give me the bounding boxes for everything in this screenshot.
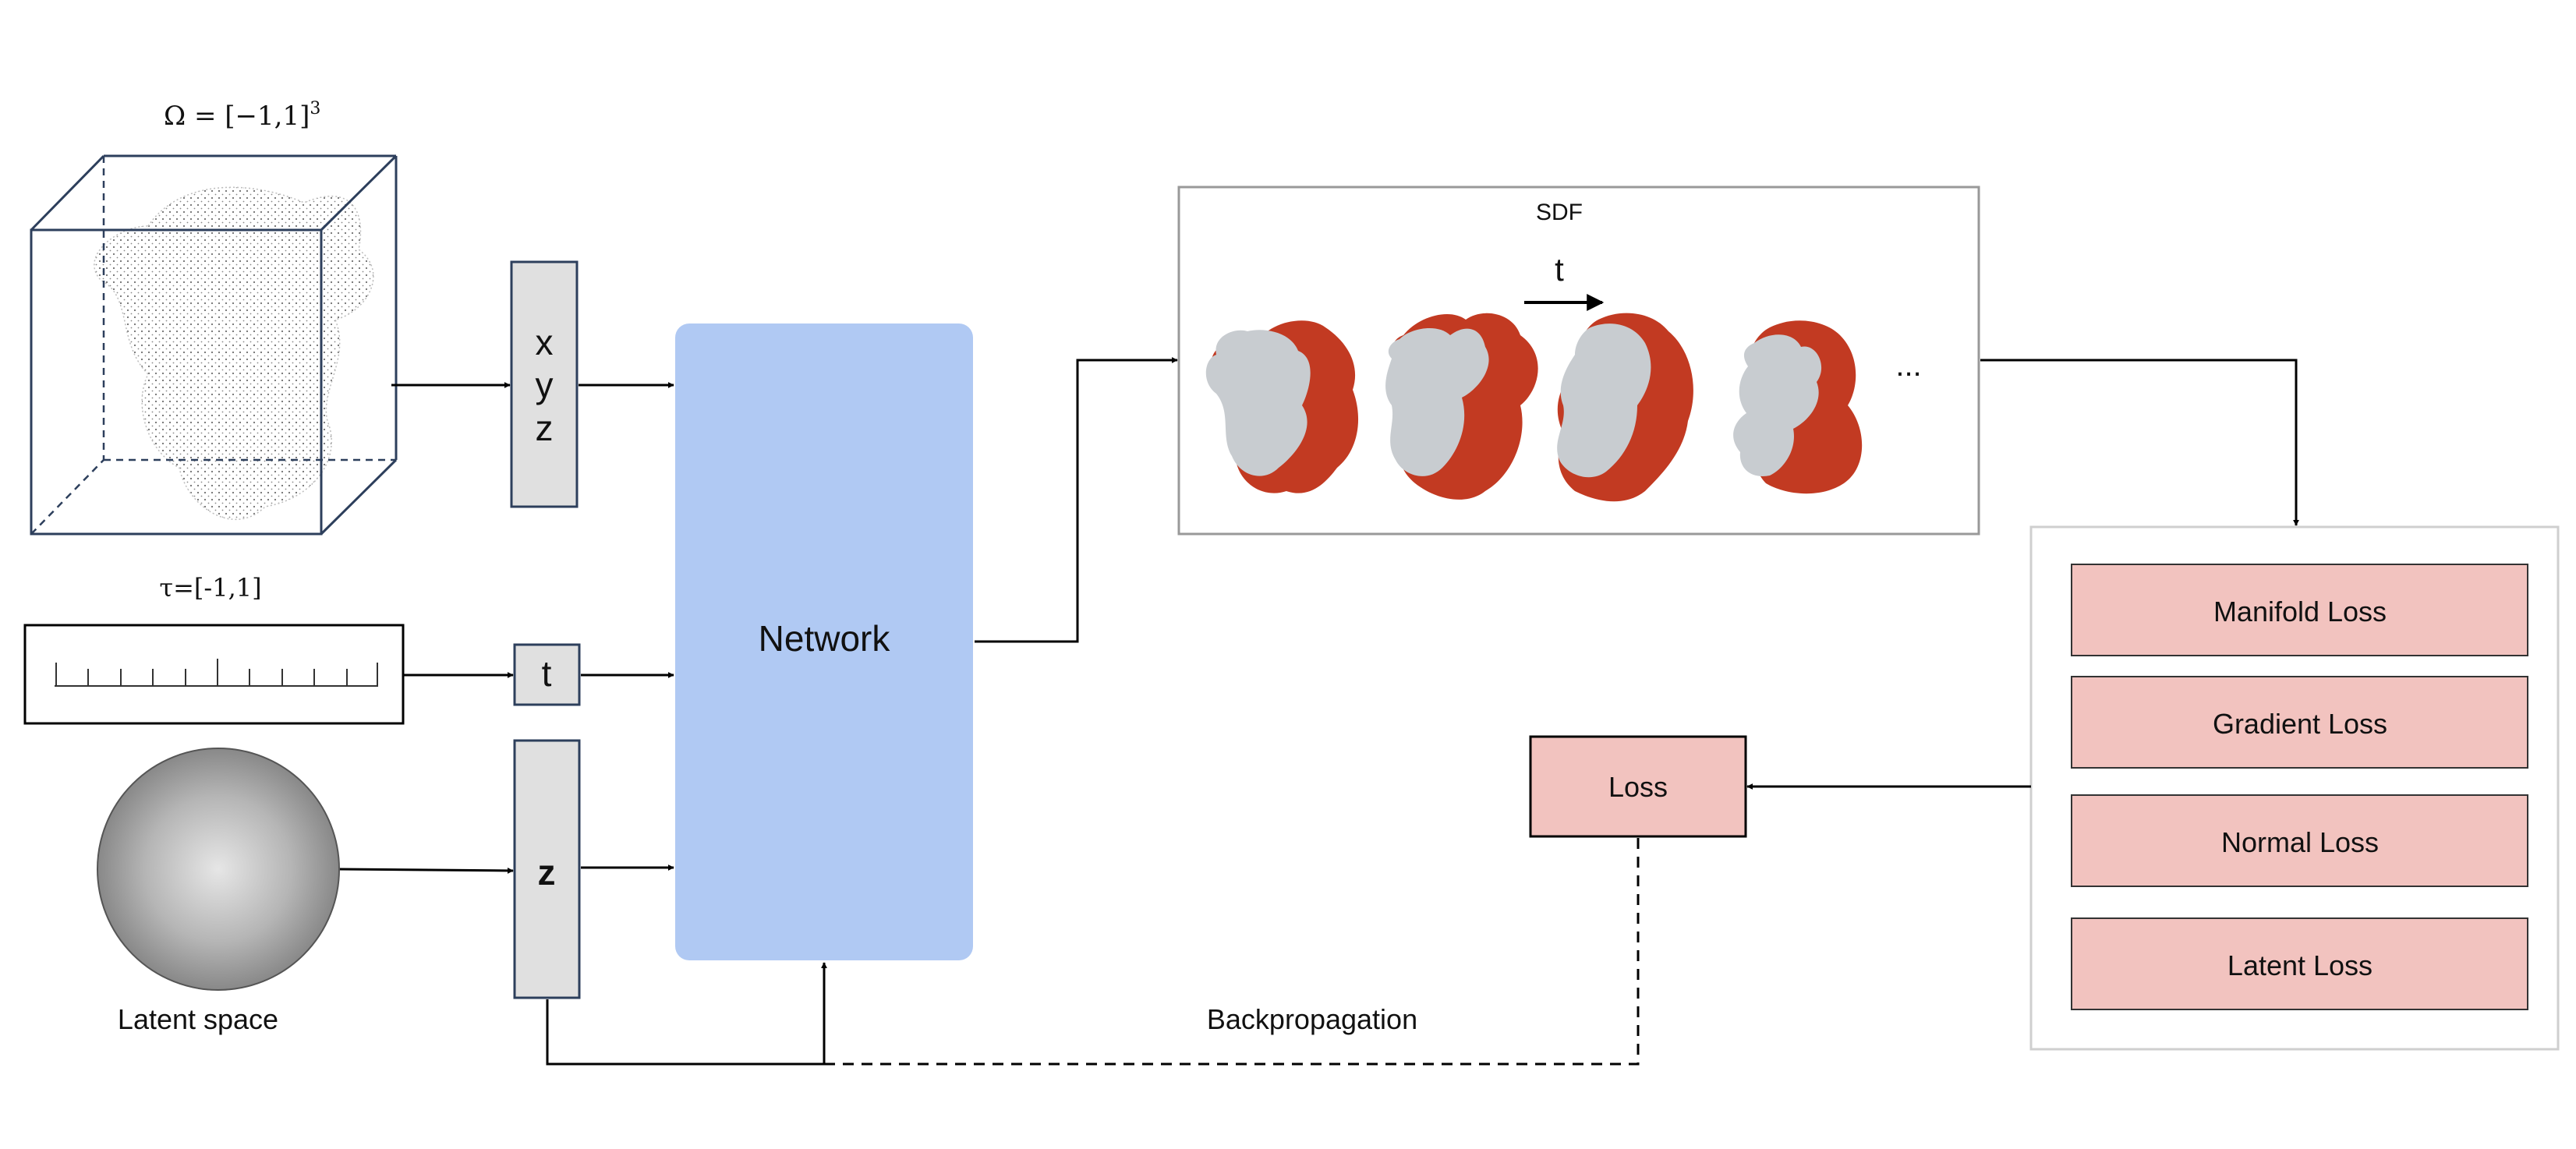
loss-term-gradient: Gradient Loss [2071, 676, 2528, 769]
loss-terms-panel: Manifold Loss Gradient Loss Normal Loss … [2029, 525, 2560, 1051]
input-t: t [513, 643, 581, 706]
loss-label: Loss [1608, 771, 1668, 803]
network-block: Network [675, 323, 973, 960]
sdf-shape-1 [1205, 320, 1359, 493]
arrow-network-to-sdf [975, 357, 1178, 643]
loss-term-normal: Normal Loss [2071, 794, 2528, 887]
svg-text:Manifold Loss: Manifold Loss [2213, 596, 2387, 628]
latent-space: Latent space [97, 748, 340, 1035]
domain-cube: Ω = [−1,1]3 [30, 99, 398, 536]
svg-text:Normal Loss: Normal Loss [2221, 826, 2379, 858]
input-latent-z: z [513, 739, 581, 999]
input-xyz: x y z [510, 260, 579, 508]
sdf-ellipsis: ... [1895, 348, 1921, 383]
input-x: x [536, 322, 554, 362]
sdf-time-label: t [1555, 251, 1564, 288]
latent-sphere [97, 748, 340, 991]
backprop-label: Backpropagation [1207, 1003, 1417, 1035]
svg-text:t: t [542, 653, 552, 694]
arrow-z-to-network-bottom [546, 962, 827, 1066]
input-y: y [536, 365, 554, 405]
sdf-shape-4 [1733, 320, 1863, 494]
sdf-shape-2 [1385, 313, 1538, 500]
sdf-shape-3 [1557, 313, 1693, 502]
domain-label: Ω = [−1,1]3 [164, 99, 320, 132]
loss-term-latent: Latent Loss [2071, 917, 2528, 1010]
arrow-sphere-to-z [339, 867, 514, 874]
network-label: Network [759, 618, 891, 659]
svg-text:Latent Loss: Latent Loss [2227, 949, 2373, 981]
time-range-label: τ=[-1,1] [159, 573, 261, 603]
svg-text:z: z [538, 852, 556, 893]
loss-term-manifold: Manifold Loss [2071, 564, 2528, 656]
input-z-coord: z [536, 408, 554, 448]
sdf-panel: SDF t ... [1177, 186, 1980, 536]
arrow-sdf-to-losses [1980, 359, 2299, 526]
backprop-dashed-line [824, 838, 1640, 1066]
time-ticks [55, 659, 378, 687]
loss-box: Loss [1529, 735, 1747, 838]
latent-label: Latent space [118, 1003, 278, 1035]
connectors [339, 357, 2299, 1066]
sdf-title: SDF [1536, 200, 1583, 225]
svg-text:Gradient Loss: Gradient Loss [2213, 708, 2387, 740]
time-axis: τ=[-1,1] [23, 573, 405, 725]
point-cloud [94, 186, 374, 521]
